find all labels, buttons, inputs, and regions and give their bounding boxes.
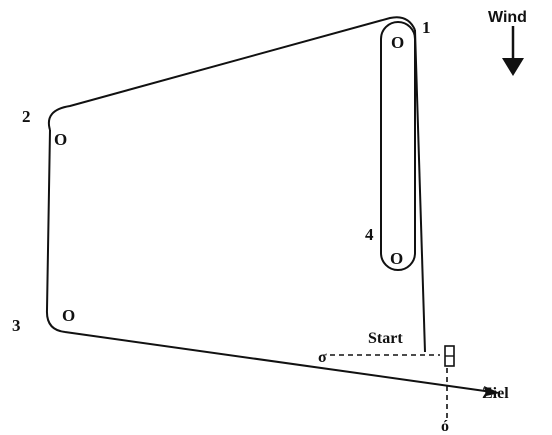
- mark-number-4: 4: [365, 225, 374, 244]
- course-leg-3-to-finish: [64, 331, 493, 393]
- course-leg-2-to-1: [48, 16, 416, 131]
- finish-pin-end: ó: [441, 418, 449, 435]
- mark-number-2: 2: [22, 107, 31, 126]
- finish-arrow-head: [484, 386, 500, 396]
- finish-label: Ziel: [482, 385, 509, 402]
- loop-1-to-4: [380, 21, 416, 271]
- buoy-1: O: [391, 33, 404, 52]
- wind-arrow-head: [502, 58, 524, 76]
- buoy-4: O: [390, 249, 403, 268]
- mark-number-1: 1: [422, 18, 431, 37]
- course-leg-2-to-3: [45, 129, 66, 333]
- start-label: Start: [368, 330, 403, 347]
- wind-label: Wind: [488, 9, 527, 26]
- start-pin-end: σ: [318, 349, 327, 366]
- buoy-2: O: [54, 130, 67, 149]
- course-leg-1-to-start: [414, 29, 426, 353]
- buoy-3: O: [62, 306, 75, 325]
- mark-number-3: 3: [12, 316, 21, 335]
